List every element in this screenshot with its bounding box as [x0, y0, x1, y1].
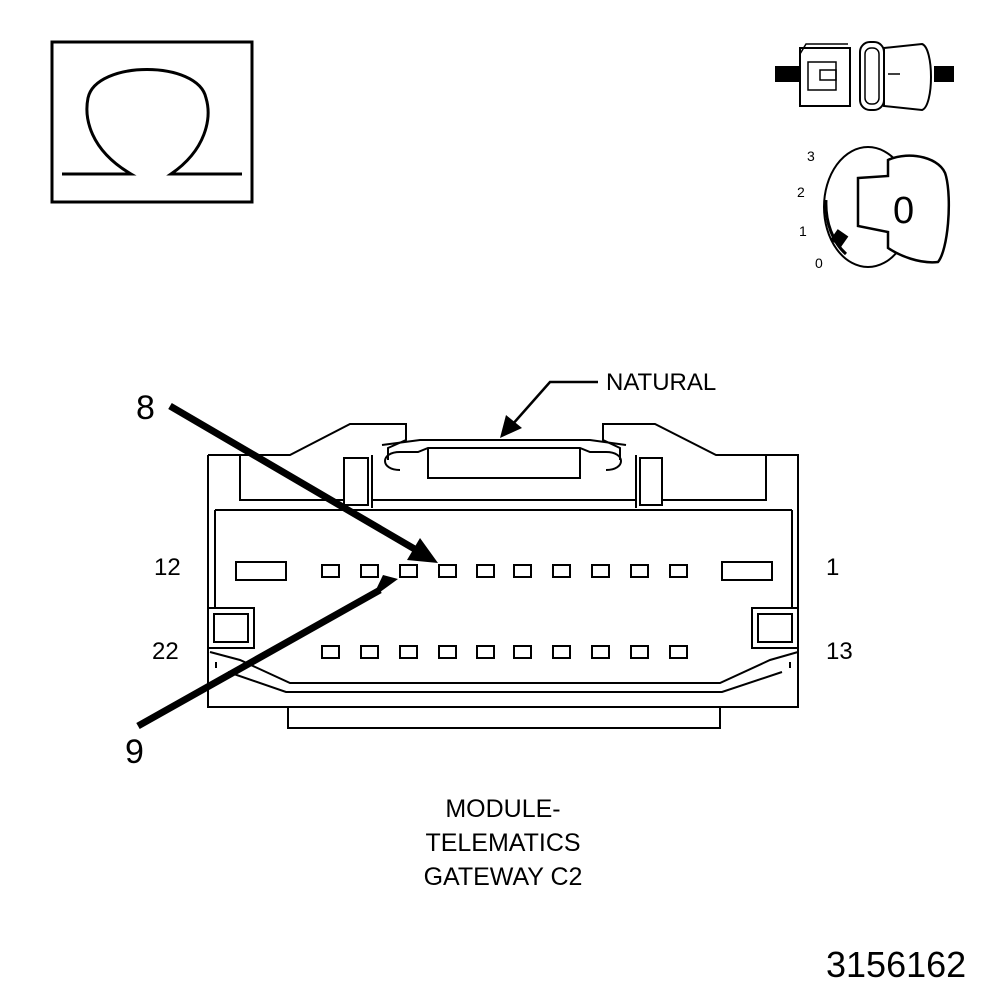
pin-cavity-13: [669, 645, 688, 659]
pin-cavity: [630, 645, 649, 659]
ignition-key-icon: [823, 146, 951, 268]
ignition-position-3: 3: [807, 148, 815, 164]
pin-cavity: [513, 645, 532, 659]
pin-cavity: [360, 564, 379, 578]
arrow-label-9: 9: [125, 733, 144, 771]
ignition-position-1: 1: [799, 223, 807, 239]
ignition-key-label: 0: [893, 190, 915, 232]
connector-icon: [775, 41, 954, 112]
title-line-2: TELEMATICS: [425, 829, 581, 857]
pin-cavity: [476, 564, 495, 578]
title-line-3: GATEWAY C2: [423, 863, 583, 891]
pin-cavity: [321, 564, 340, 578]
pin-row-top: [235, 561, 773, 581]
pin-8-arrow: [168, 402, 438, 563]
title-line-1: MODULE-: [445, 795, 561, 823]
pin-row-bottom: [321, 645, 688, 659]
natural-callout-leader: [500, 380, 598, 438]
pin-cavity: [552, 564, 571, 578]
arrow-label-8: 8: [136, 389, 155, 427]
pin-cavity: [630, 564, 649, 578]
pin-cavity: [591, 564, 610, 578]
pin-cavity: [513, 564, 532, 578]
ignition-position-2: 2: [797, 184, 805, 200]
pin-cavity: [552, 645, 571, 659]
pin-cavity: [438, 645, 457, 659]
pin-cavity-8: [438, 564, 457, 578]
pin-cavity: [669, 564, 688, 578]
figure-number: 3156162: [826, 944, 967, 985]
pin-cavity: [591, 645, 610, 659]
pin-cavity-22: [321, 645, 340, 659]
pin-cavity: [360, 645, 379, 659]
natural-callout-label: NATURAL: [606, 369, 717, 396]
ohm-symbol-icon: [50, 40, 254, 204]
pin-label-13: 13: [826, 638, 853, 665]
pin-9-arrow: [136, 575, 398, 730]
pin-cavity-1: [721, 561, 773, 581]
connector-face: [207, 423, 799, 729]
pin-cavity-12: [235, 561, 287, 581]
pin-label-22: 22: [152, 638, 179, 665]
pin-label-12: 12: [154, 554, 181, 581]
ignition-position-0: 0: [815, 255, 823, 271]
pin-cavity: [399, 645, 418, 659]
pin-cavity-9: [399, 564, 418, 578]
pin-cavity: [476, 645, 495, 659]
pin-label-1: 1: [826, 554, 840, 581]
